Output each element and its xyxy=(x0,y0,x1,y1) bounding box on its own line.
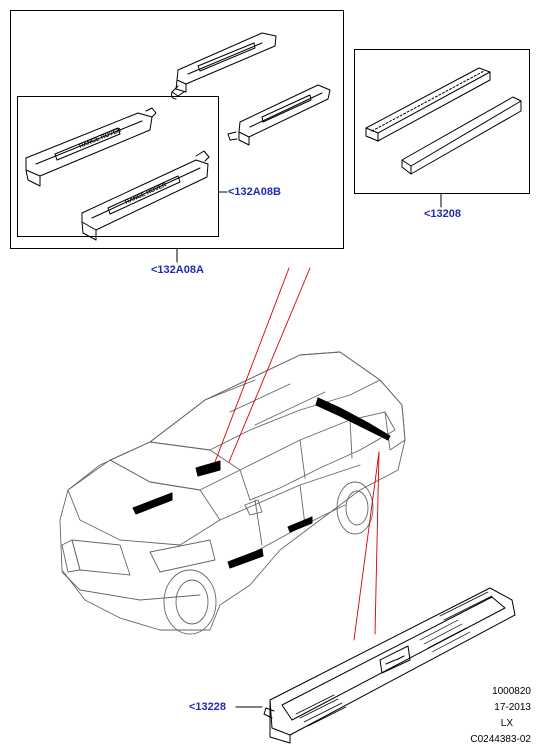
callout-132a08a[interactable]: <132A08A xyxy=(151,264,204,276)
callout-13208[interactable]: <13208 xyxy=(424,208,462,220)
callout-13228[interactable]: <13228 xyxy=(189,701,227,713)
sill-strip-upper xyxy=(365,67,491,142)
sill-strip-lower xyxy=(401,96,522,175)
drawing-id: C0244383-02 xyxy=(470,734,531,745)
red-leader-lines xyxy=(214,267,380,641)
kit-frame-sub xyxy=(17,96,219,237)
tread-plate-left-lower xyxy=(81,150,210,241)
vehicle-part-highlights xyxy=(132,397,391,569)
tread-plate-top xyxy=(171,32,277,100)
kit-frame-strips xyxy=(354,49,530,194)
rear-sill-plate xyxy=(263,587,516,744)
year-code: 17-2013 xyxy=(494,702,531,713)
tread-plate-left-upper xyxy=(25,107,157,187)
callout-132a08b[interactable]: <132A08B xyxy=(228,186,281,198)
date-code: 1000820 xyxy=(492,686,531,697)
region-code: LX xyxy=(500,718,513,729)
vehicle-outline xyxy=(59,351,406,635)
tread-plate-right xyxy=(227,84,331,146)
